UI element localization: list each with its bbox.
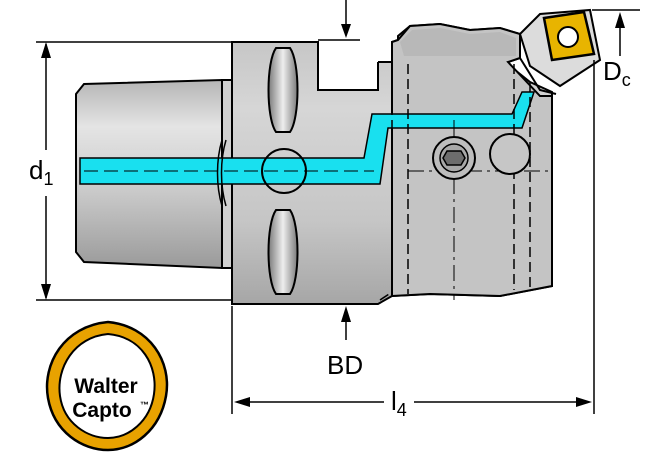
label-bd: BD [327,350,363,380]
dimension-bd [341,306,351,340]
dimension-d1 [36,41,232,301]
top-slot [318,60,378,90]
label-dc: Dc [603,56,631,90]
dimension-l4 [231,60,595,414]
coolant-channel [79,91,536,185]
dimension-dc [592,9,640,56]
lower-slot [267,209,299,295]
label-d1: d1 [29,155,53,189]
dimension-top-arrow [318,0,360,41]
clamp-screw [432,136,476,180]
walter-capto-logo: Walter Capto ™ [45,320,169,452]
insert-hole [557,26,579,48]
label-l4: l4 [391,386,407,420]
coolant-plug [489,133,531,175]
hidden-lines [379,60,531,301]
svg-text:Capto: Capto [72,399,132,422]
coupling-bore [261,148,307,194]
svg-text:™: ™ [140,400,149,410]
svg-text:Walter: Walter [74,375,137,398]
upper-slot [267,47,299,133]
